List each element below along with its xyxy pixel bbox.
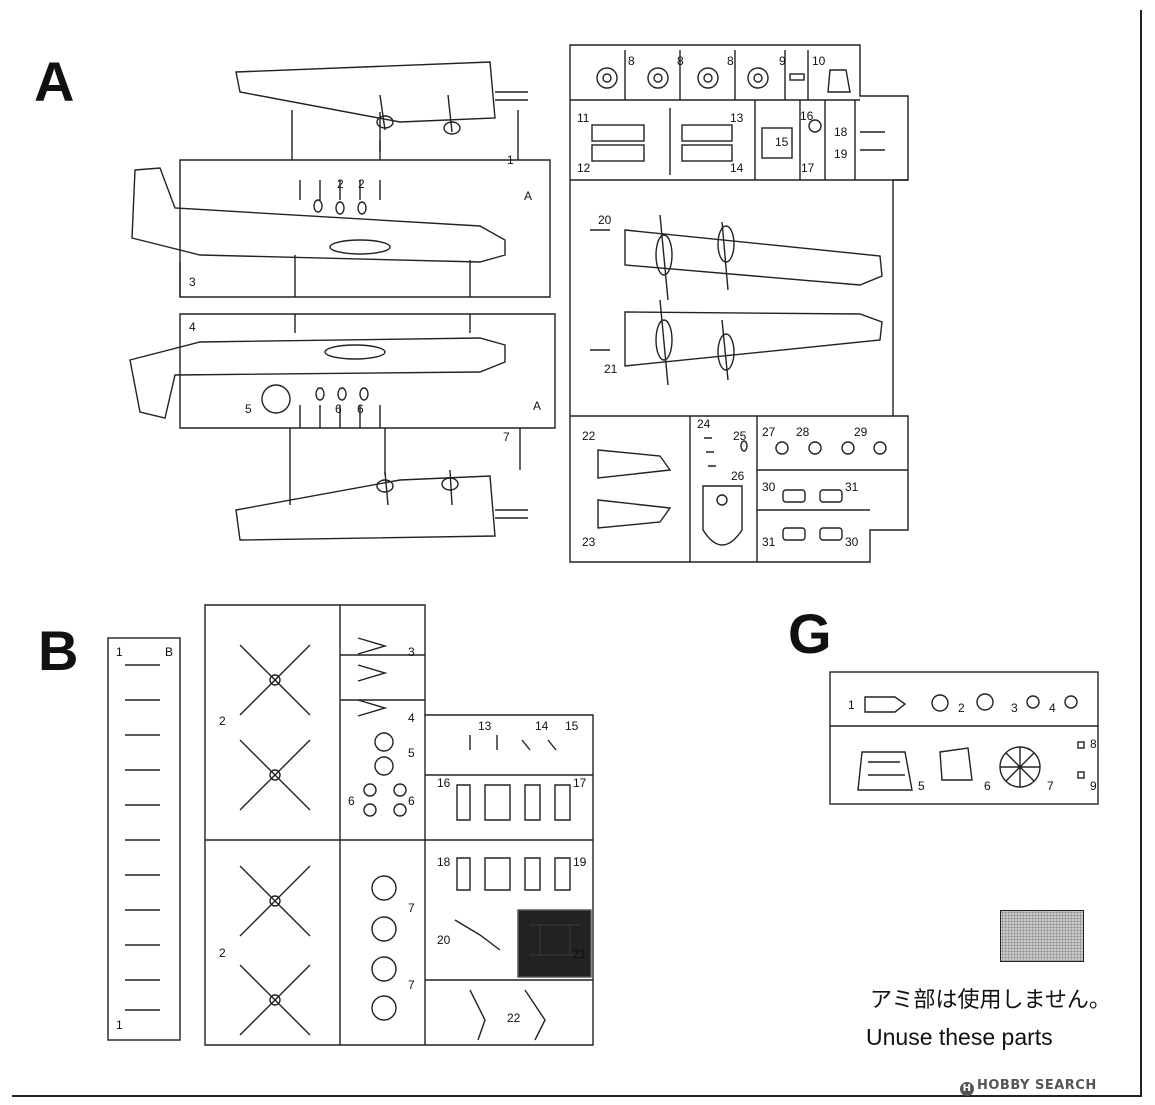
part-label: 9 bbox=[779, 54, 786, 68]
part-label: 31 bbox=[762, 535, 776, 549]
part-label: 5 bbox=[408, 746, 415, 760]
part-label: 8 bbox=[727, 54, 734, 68]
part-label: 15 bbox=[775, 135, 789, 149]
part-label: 30 bbox=[762, 480, 776, 494]
part-label: 16 bbox=[800, 109, 814, 123]
part-label: 26 bbox=[731, 469, 745, 483]
watermark-text: HOBBY SEARCH bbox=[977, 1078, 1097, 1093]
part-label: 22 bbox=[582, 429, 596, 443]
part-label: 28 bbox=[796, 425, 810, 439]
part-a20-wing bbox=[624, 229, 883, 286]
runner-letter-g: G bbox=[788, 602, 832, 665]
part-label: 6 bbox=[357, 402, 364, 416]
part-label: 7 bbox=[408, 901, 415, 915]
part-label: 6 bbox=[335, 402, 342, 416]
runner-mark: B bbox=[165, 645, 173, 659]
part-label: 2 bbox=[219, 946, 226, 960]
runner-letter-a: A bbox=[34, 50, 75, 113]
part-label: 2 bbox=[337, 177, 344, 191]
propellers bbox=[239, 644, 311, 1036]
part-label: 14 bbox=[730, 161, 744, 175]
part-label: 4 bbox=[1049, 701, 1056, 715]
part-label: 31 bbox=[845, 480, 859, 494]
part-label: 18 bbox=[834, 125, 848, 139]
part-label: 20 bbox=[437, 933, 451, 947]
part-label: 6 bbox=[348, 794, 355, 808]
part-a7-wing bbox=[235, 475, 496, 541]
part-label: 19 bbox=[573, 855, 587, 869]
part-label: 29 bbox=[854, 425, 868, 439]
part-label: 22 bbox=[507, 1011, 521, 1025]
part-label: 14 bbox=[535, 719, 549, 733]
sprue-b bbox=[107, 604, 594, 1046]
sheet-frame bbox=[12, 10, 1142, 1097]
part-label: 25 bbox=[733, 429, 747, 443]
sprue-g bbox=[829, 671, 1099, 805]
part-label: 3 bbox=[408, 645, 415, 659]
wheel-parts bbox=[596, 67, 851, 93]
part-label: 1 bbox=[507, 153, 514, 167]
part-label: 10 bbox=[812, 54, 826, 68]
part-label: 1 bbox=[116, 1018, 123, 1032]
part-a1-wing bbox=[235, 61, 496, 123]
part-label: 7 bbox=[503, 430, 510, 444]
watermark-logo-icon: H bbox=[960, 1082, 974, 1096]
unused-note-english: Unuse these parts bbox=[866, 1024, 1053, 1050]
sprue-a-left bbox=[129, 61, 556, 541]
part-label: 8 bbox=[1090, 737, 1097, 751]
part-label: 9 bbox=[1090, 779, 1097, 793]
part-number-labels: 1 2 2 3 4 5 6 6 7 8 8 8 9 10 11 12 13 14… bbox=[116, 54, 1097, 1032]
part-label: 11 bbox=[577, 111, 590, 125]
part-label: 13 bbox=[730, 111, 744, 125]
part-label: 5 bbox=[918, 779, 925, 793]
part-label: 2 bbox=[958, 701, 965, 715]
part-label: 7 bbox=[1047, 779, 1054, 793]
unused-part-b21 bbox=[517, 909, 592, 978]
part-label: 13 bbox=[478, 719, 492, 733]
part-label: 12 bbox=[577, 161, 591, 175]
part-label: 4 bbox=[408, 711, 415, 725]
part-label: 2 bbox=[358, 177, 365, 191]
part-label: 6 bbox=[984, 779, 991, 793]
runner-mark: A bbox=[524, 189, 532, 203]
part-label: 19 bbox=[834, 147, 848, 161]
part-label: 1 bbox=[848, 698, 855, 712]
part-label: 17 bbox=[801, 161, 815, 175]
part-label: 3 bbox=[189, 275, 196, 289]
runner-letter-b: B bbox=[38, 619, 79, 682]
part-label: 8 bbox=[677, 54, 684, 68]
part-label: 27 bbox=[762, 425, 776, 439]
unused-note-japanese: アミ部は使用しません。 bbox=[870, 988, 1111, 1013]
part-label: 20 bbox=[598, 213, 612, 227]
part-label: 23 bbox=[582, 535, 596, 549]
part-label: 16 bbox=[437, 776, 451, 790]
part-label: 21 bbox=[604, 362, 618, 376]
part-label: 21 bbox=[573, 947, 587, 961]
part-label: 1 bbox=[116, 645, 123, 659]
part-label: 17 bbox=[573, 776, 587, 790]
part-label: 24 bbox=[697, 417, 711, 431]
part-a4-fuselage bbox=[129, 337, 506, 419]
unused-parts-swatch bbox=[1000, 910, 1084, 962]
part-label: 15 bbox=[565, 719, 579, 733]
part-label: 8 bbox=[628, 54, 635, 68]
part-label: 4 bbox=[189, 320, 196, 334]
part-label: 6 bbox=[408, 794, 415, 808]
part-label: 7 bbox=[408, 978, 415, 992]
part-label: 3 bbox=[1011, 701, 1018, 715]
part-label: 18 bbox=[437, 855, 451, 869]
part-label: 2 bbox=[219, 714, 226, 728]
part-label: 5 bbox=[245, 402, 252, 416]
part-a21-wing bbox=[624, 311, 883, 367]
sprue-a-right bbox=[569, 44, 909, 563]
part-a3-fuselage bbox=[131, 167, 506, 263]
runner-mark: A bbox=[533, 399, 541, 413]
part-label: 30 bbox=[845, 535, 859, 549]
